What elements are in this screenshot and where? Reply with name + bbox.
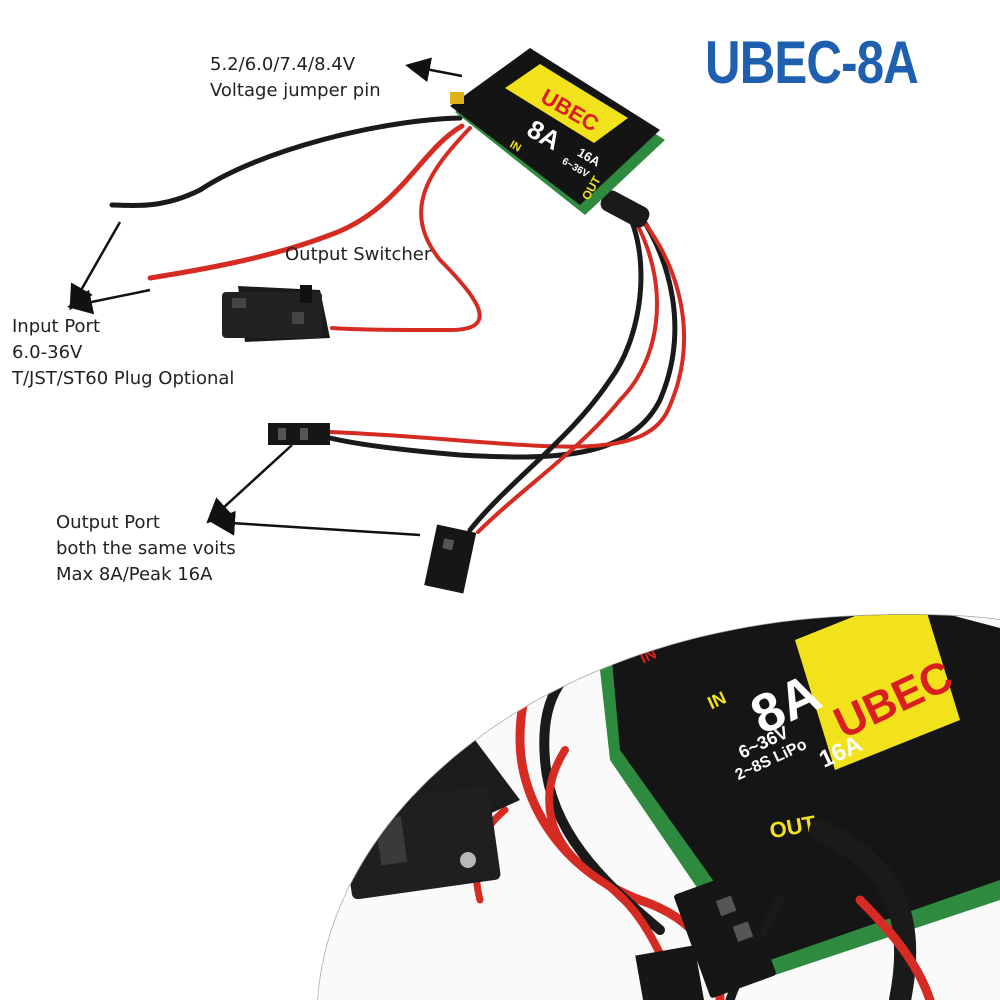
output-switch <box>222 285 330 342</box>
servo-connector-2 <box>424 524 477 594</box>
module-in-top: IN <box>507 139 523 155</box>
annotation-arrows <box>67 57 463 537</box>
ubec-module-top: UBEC 8A 16A 6~36V IN OUT <box>450 48 665 215</box>
output-port-label: Output Port both the same voits Max 8A/P… <box>56 510 236 588</box>
input-wires <box>109 115 465 281</box>
output-wires <box>327 212 686 534</box>
output-port-volts: both the same voits <box>56 538 236 559</box>
output-switcher-label: Output Switcher <box>285 244 432 265</box>
input-port-range: 6.0-36V <box>12 342 83 363</box>
output-port-title: Output Port <box>56 512 160 533</box>
input-port-label: Input Port 6.0-36V T/JST/ST60 Plug Optio… <box>12 314 234 392</box>
voltage-jumper-label: 5.2/6.0/7.4/8.4V Voltage jumper pin <box>210 52 381 104</box>
zoom-photo: UBEC 8A 16A 6~36V 2~8S LiPo IN OUT IN <box>318 614 1000 1000</box>
switch-wires <box>330 126 482 333</box>
product-title: UBEC-8A <box>705 29 919 96</box>
output-port-current: Max 8A/Peak 16A <box>56 564 213 585</box>
servo-connector-1 <box>268 423 330 445</box>
input-port-title: Input Port <box>12 316 101 337</box>
input-port-plug: T/JST/ST60 Plug Optional <box>12 368 235 389</box>
voltage-options-text: 5.2/6.0/7.4/8.4V <box>210 54 356 75</box>
voltage-jumper-text: Voltage jumper pin <box>210 80 381 101</box>
